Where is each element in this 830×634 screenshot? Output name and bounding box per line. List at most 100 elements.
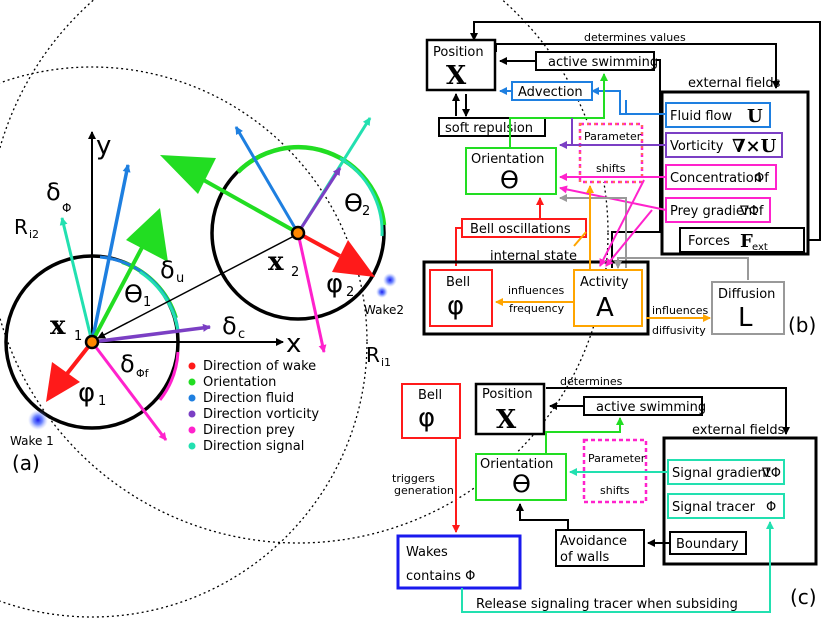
- delta-phif-sub: Φf: [136, 367, 150, 380]
- wake-1-dot: [28, 410, 48, 430]
- position-symbol-c: X: [496, 405, 517, 435]
- orientation-box-b: [465, 147, 557, 195]
- orientation-arrow-1: [90, 239, 148, 343]
- fluid-flow-symbol: U: [747, 106, 763, 127]
- x2-center: [290, 225, 306, 241]
- wake-1-label: Wake 1: [10, 434, 54, 448]
- interaction-radius-ri2: [0, 66, 368, 618]
- theta2-label: ϴ: [344, 189, 363, 217]
- orientation-label-b: Orientation: [471, 152, 544, 167]
- delta-phi-sub: Φ: [62, 201, 71, 215]
- position-box-c: [474, 382, 546, 436]
- influences-diffusivity-2: diffusivity: [652, 324, 706, 337]
- legend-swatch: [188, 362, 196, 370]
- avoidance-to-orientation: [516, 503, 569, 530]
- ri1-sub: i1: [381, 356, 391, 369]
- delta-phif-label: δ: [120, 350, 135, 378]
- internal-state-frame: [422, 260, 650, 336]
- orientation-symbol-b: ϴ: [500, 166, 519, 194]
- fluid-flow-box: [665, 102, 771, 128]
- legend-swatch: [188, 426, 196, 434]
- x1-center: [84, 334, 100, 350]
- panel-b-label: (b): [788, 313, 816, 337]
- delta-u-sub: u: [176, 271, 184, 286]
- legend-swatch: [188, 378, 196, 386]
- bell-symbol-c: φ: [418, 403, 435, 433]
- ri2-sub: i2: [29, 228, 39, 241]
- signal-arrow-1: [59, 217, 94, 343]
- signal-tracer-label: Signal tracer: [672, 500, 756, 515]
- phi2-sub: 2: [346, 285, 354, 300]
- orientation-arrow-2: [199, 176, 299, 235]
- wake-arrow-2: [297, 231, 341, 258]
- forces-sub: ext: [752, 242, 768, 253]
- interaction-radius-ri1: [0, 0, 609, 544]
- advection-label: Advection: [518, 85, 583, 100]
- bell-symbol-b: φ: [447, 291, 464, 321]
- wake-arrowhead-2: [332, 240, 375, 277]
- phi1-label: φ: [78, 378, 95, 408]
- legend-label: Direction of wake: [203, 359, 316, 374]
- signal-tracer-symbol: Φ: [766, 500, 776, 515]
- prey-to-activity: [605, 209, 653, 267]
- wake-arrowhead-1: [46, 362, 80, 402]
- concentration-box: [665, 164, 777, 190]
- prey-gradient-label: Prey gradient: [670, 204, 757, 219]
- orientation-box-c: [475, 453, 567, 501]
- signal-gradient-box: [667, 459, 785, 485]
- bell-oscillations-label: Bell oscillations: [470, 222, 571, 237]
- orientation-symbol-c: ϴ: [512, 470, 531, 498]
- triggers-label: triggers: [392, 472, 435, 485]
- active-swimming-label-b: active swimming: [548, 55, 658, 70]
- diffusion-box: [711, 281, 785, 335]
- orientation-to-swimming-c: [545, 417, 624, 454]
- diffusion-symbol: L: [738, 303, 753, 333]
- legend-label: Direction signal: [203, 439, 304, 454]
- vorticity-label: Vorticity: [670, 139, 724, 154]
- shifts-label-b: shifts: [596, 162, 626, 175]
- panel-a-label: (a): [12, 451, 40, 475]
- axis-x-label: x: [286, 329, 301, 359]
- soft-repulsion-box: [438, 117, 546, 137]
- vorticity-arrow-1: [91, 323, 211, 344]
- delta-phi-label: δ: [46, 178, 61, 206]
- panel-c: Bell φ triggers generation Position X de…: [392, 375, 818, 613]
- soft-repulsion-label: soft repulsion: [445, 121, 533, 136]
- influences-diffusivity-1: influences: [652, 304, 708, 317]
- bell-to-oscillations: [455, 227, 462, 266]
- orientation-arrowhead-2: [160, 155, 216, 194]
- diffusion-label: Diffusion: [718, 287, 775, 302]
- activity-symbol: A: [596, 293, 614, 323]
- prey-gradient-symbol: ∇Φf: [739, 204, 764, 219]
- delta-c-sub: c: [238, 327, 245, 342]
- axis-y-label: y: [96, 131, 111, 161]
- forces-to-position-arrow: [470, 21, 821, 241]
- legend-swatch: [188, 410, 196, 418]
- parameter-shifts-inner-b: [579, 123, 643, 183]
- boundary-label: Boundary: [676, 537, 739, 552]
- activity-label: Activity: [580, 275, 629, 290]
- concentration-label: Concentration: [670, 171, 762, 186]
- parameter-label-b: Parameter: [584, 130, 642, 143]
- x2-label: x: [268, 247, 284, 277]
- activity-to-bell-osc: [573, 231, 587, 247]
- delta-u-label: δ: [160, 256, 175, 284]
- vorticity-symbol: ∇×U: [732, 136, 777, 157]
- influences-frequency-1: influences: [508, 284, 564, 297]
- bell-box-b: [429, 269, 493, 327]
- legend-swatch: [188, 394, 196, 402]
- signal-gradient-label: Signal gradient: [672, 466, 771, 481]
- shifts-label-c: shifts: [600, 484, 630, 497]
- orientation-arrowhead-1: [126, 208, 168, 262]
- delta-c-label: δ: [222, 312, 237, 340]
- avoidance-label-2: of walls: [560, 550, 609, 565]
- avoidance-box: [555, 529, 645, 567]
- bell-label-c: Bell: [418, 388, 442, 403]
- parameter-label-c: Parameter: [588, 452, 646, 465]
- internal-state-label: internal state: [490, 249, 577, 264]
- avoidance-label-1: Avoidance: [560, 534, 627, 549]
- legend-label: Direction fluid: [203, 391, 294, 406]
- phi1-sub: 1: [98, 394, 106, 409]
- legend-label: Orientation: [203, 375, 276, 390]
